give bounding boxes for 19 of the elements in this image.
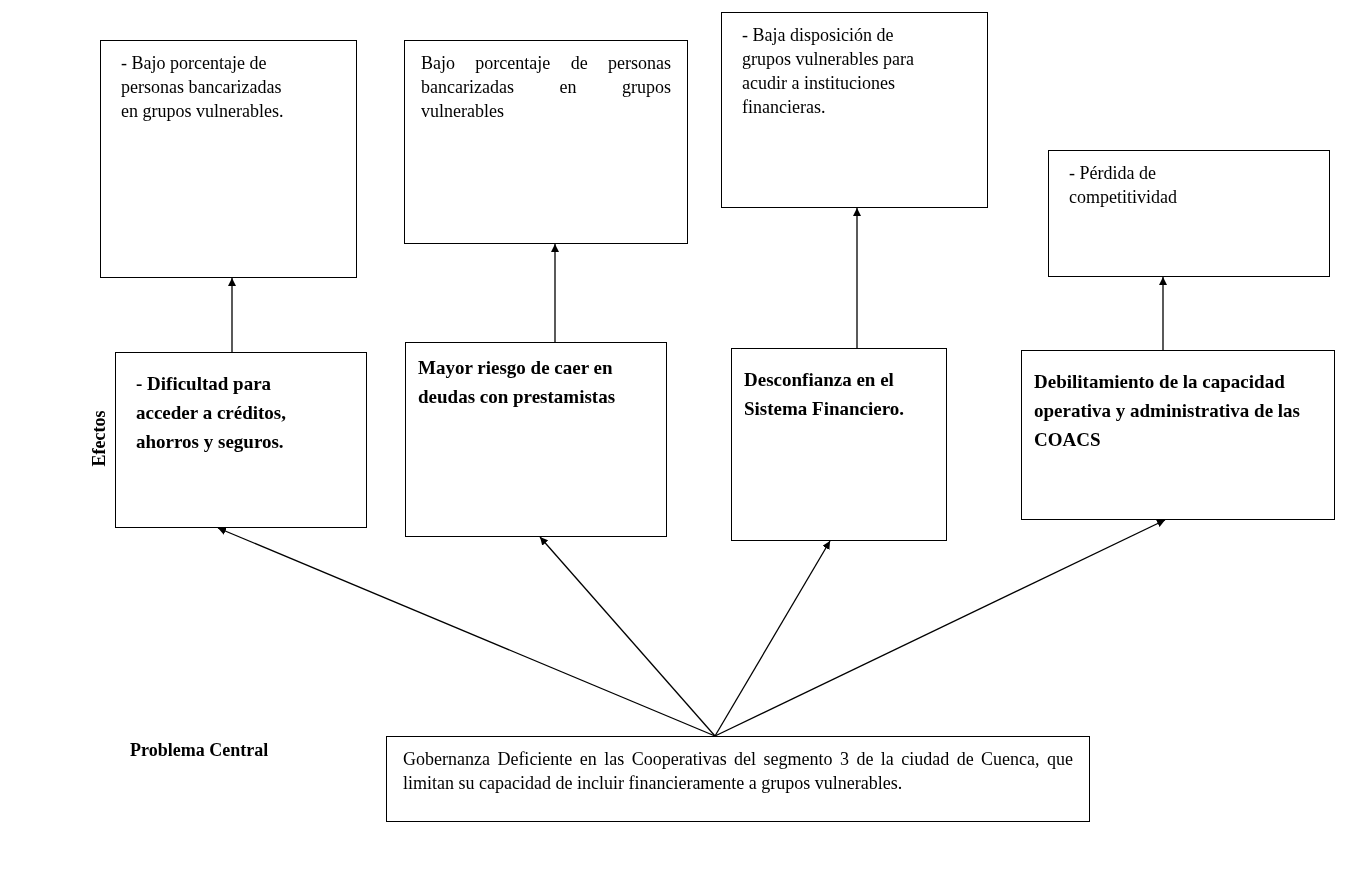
text-box: - Bajo porcentaje de personas bancarizadas en grupos vulnerables. — [100, 40, 357, 278]
arrow — [853, 207, 861, 349]
section-label: Efectos — [89, 410, 111, 467]
text-box: - Pérdida de competitividad — [1048, 150, 1330, 277]
text-box: Gobernanza Deficiente en las Cooperativas del segmento 3 de la ciudad de Cuenca, que limitan su capacidad de incluir financieramente a grupos vulnerables. — [386, 736, 1090, 822]
text-box: - Baja disposición de grupos vulnerables para acudir a instituciones financieras. — [721, 12, 988, 208]
text-box: - Dificultad para acceder a créditos, ahorros y seguros. — [115, 352, 367, 528]
arrow — [228, 277, 236, 353]
text-box: Debilitamiento de la capacidad operativa y administrativa de las COACS — [1021, 350, 1335, 520]
arrow — [714, 519, 1166, 737]
arrow — [551, 243, 559, 343]
arrow — [1159, 276, 1167, 351]
text-box: Desconfianza en el Sistema Financiero. — [731, 348, 947, 541]
arrow — [539, 536, 716, 737]
text-box: Bajo porcentaje de personas bancarizadas en grupos vulnerables — [404, 40, 688, 244]
section-label: Problema Central — [130, 740, 269, 761]
arrow — [217, 527, 716, 737]
arrow — [714, 540, 831, 737]
text-box: Mayor riesgo de caer en deudas con prestamistas — [405, 342, 667, 537]
